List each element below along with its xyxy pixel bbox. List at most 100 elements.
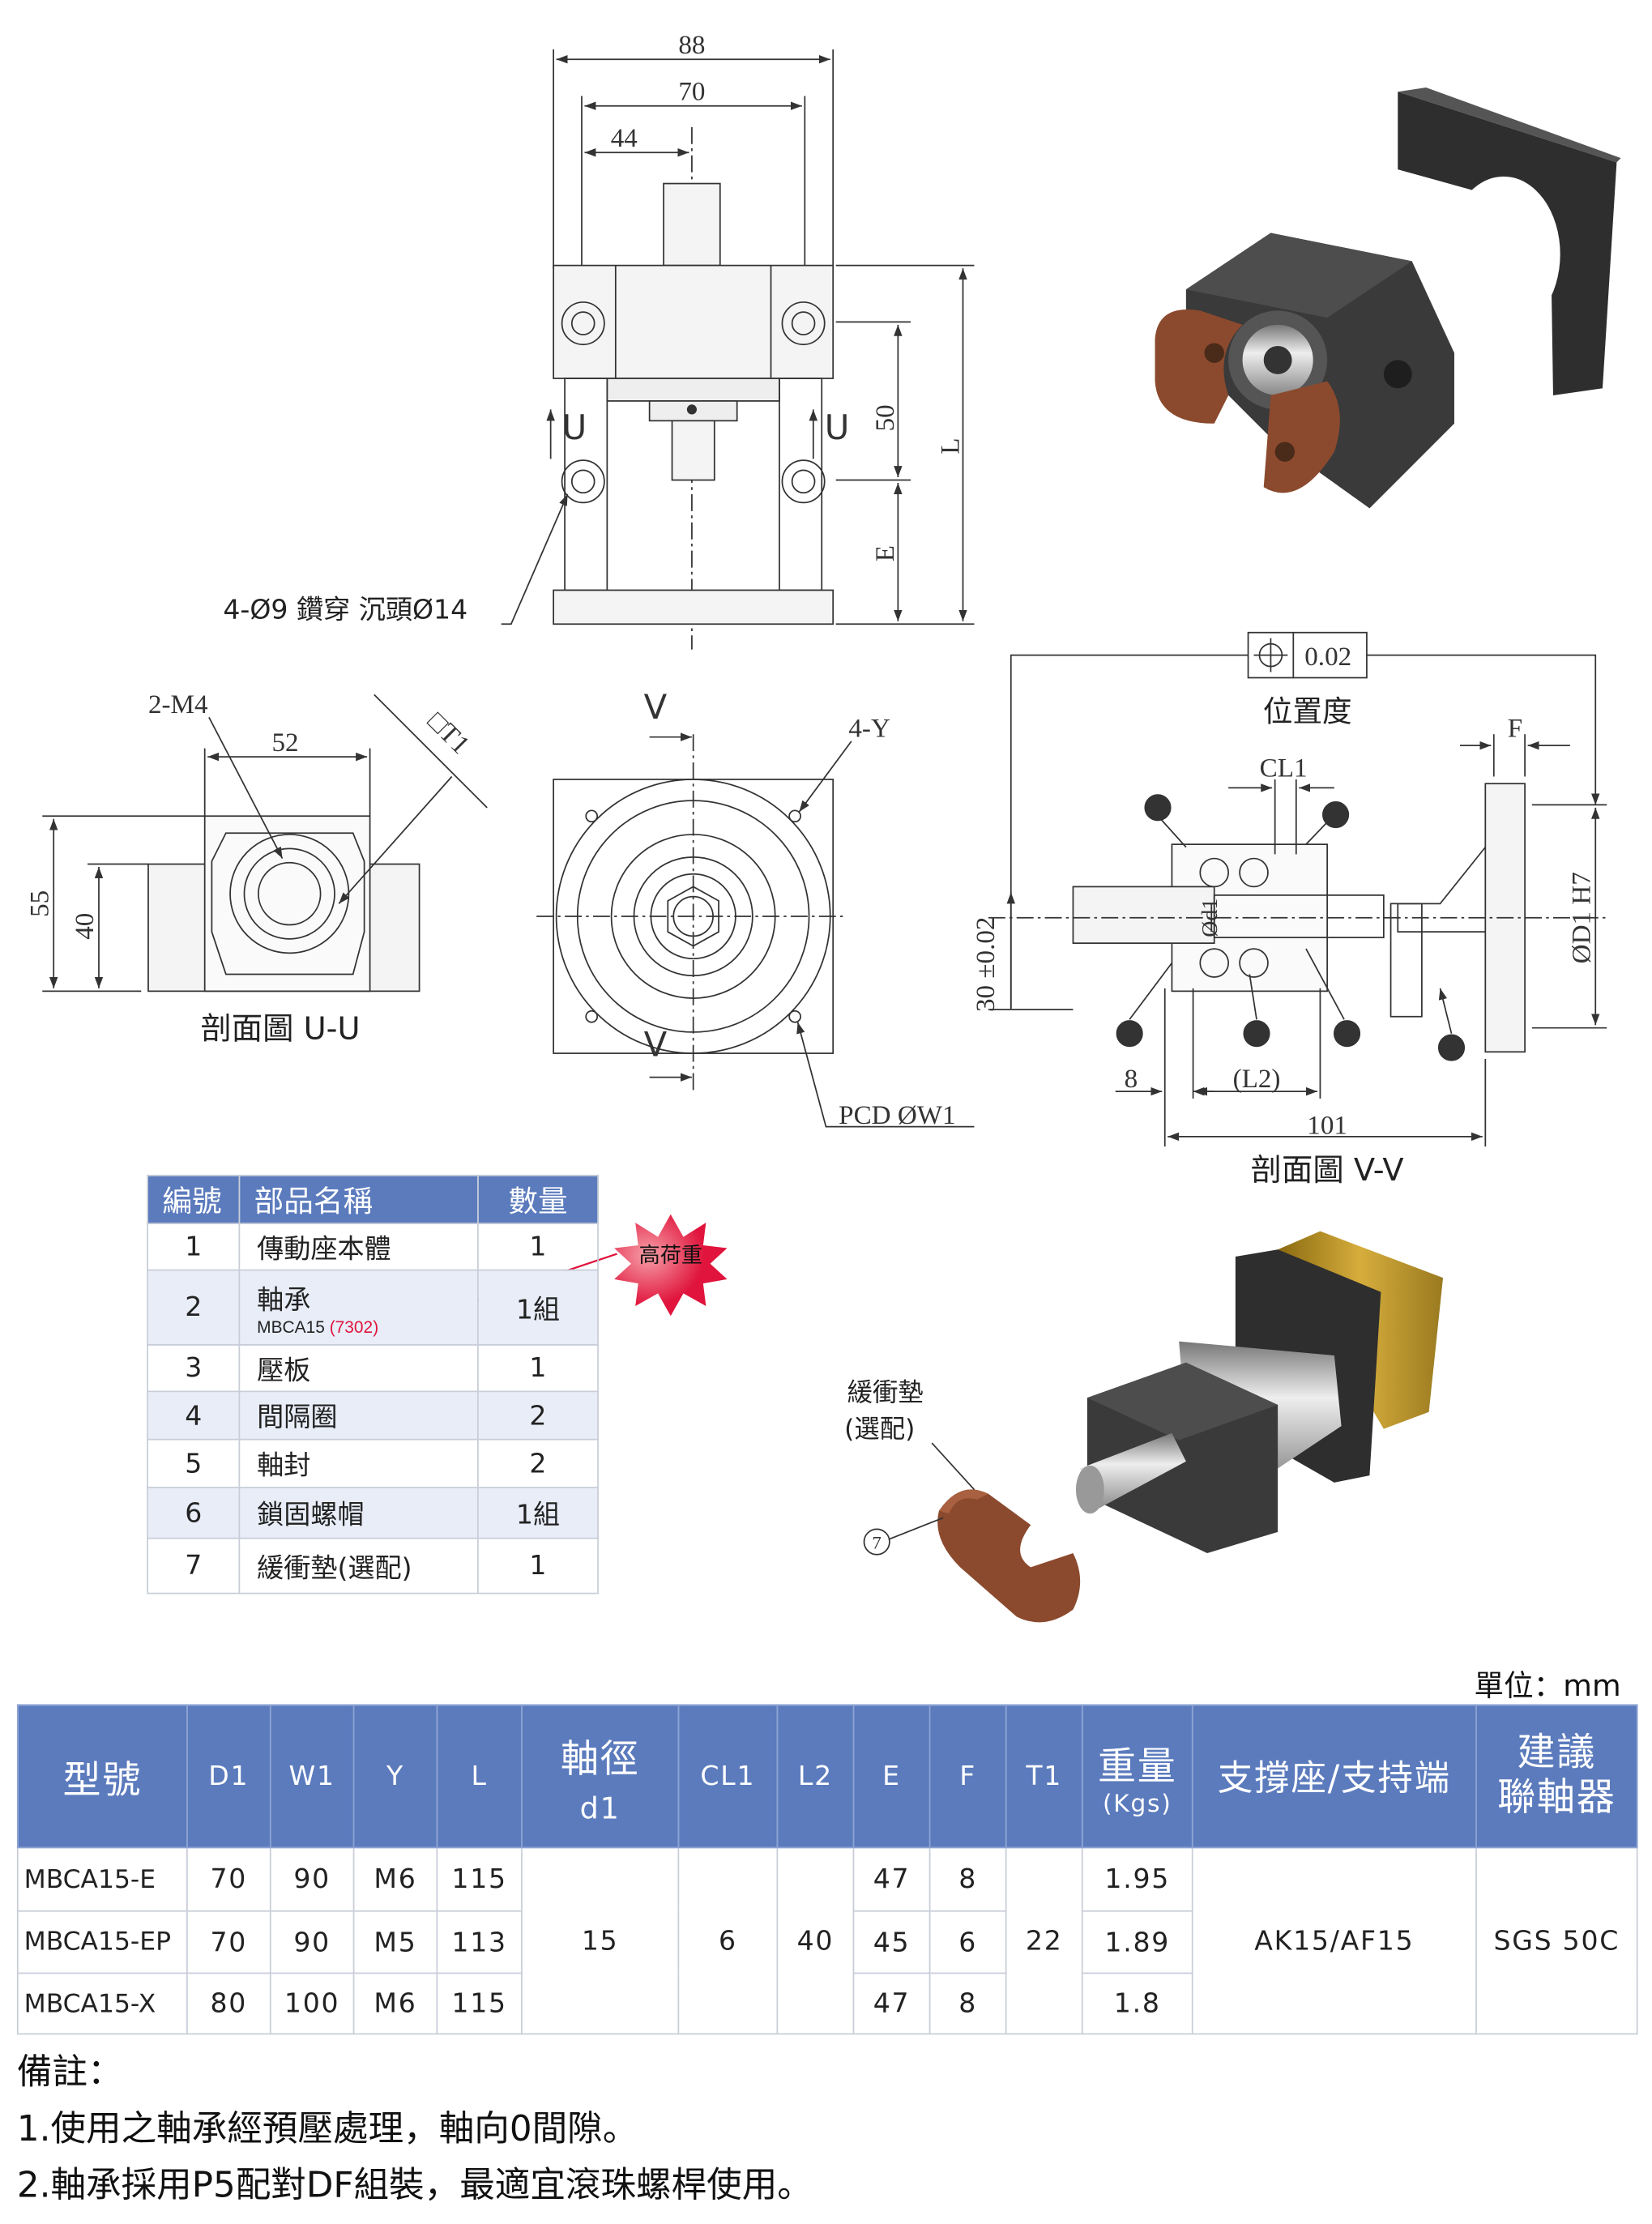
- callout-2: 2: [1153, 799, 1162, 819]
- buffer-label-line1: 緩衝墊: [847, 1378, 924, 1407]
- cell-e: 47: [852, 1972, 931, 2035]
- cell-l: 115: [436, 1846, 523, 1912]
- note-2: 2.軸承採用P5配對DF組裝，最適宜滾珠螺桿使用。: [16, 2164, 813, 2206]
- buffer-label-line2: (選配): [844, 1415, 915, 1444]
- section-uu-title: 剖面圖 U-U: [200, 1011, 360, 1048]
- part-no: 1: [147, 1223, 241, 1271]
- section-vv-title: 剖面圖 V-V: [1251, 1152, 1404, 1189]
- top-view-drawing: 88 70 44 50 L E U U 4-Ø9 鑽穿 沉頭Ø14: [223, 30, 975, 650]
- header-w1: W1: [269, 1704, 355, 1849]
- cell-model: MBCA15-EP: [16, 1910, 188, 1974]
- header-weight: 重量: [1097, 1744, 1177, 1789]
- dim-f: F: [1508, 714, 1522, 744]
- dim-55: 55: [24, 890, 54, 917]
- cell-t1: 22: [1005, 1846, 1083, 2035]
- header-model: 型號: [16, 1704, 188, 1849]
- header-qty: 數量: [477, 1174, 599, 1224]
- unit-label: 單位：mm: [1474, 1668, 1621, 1703]
- callout-circles: 1 2 3 4 5 6: [1116, 794, 1466, 1061]
- thread-2m4: 2-M4: [148, 689, 208, 719]
- dim-l: L: [935, 438, 965, 455]
- part-name: 軸封: [238, 1438, 479, 1488]
- part-no: 7: [147, 1537, 241, 1594]
- part-no: 6: [147, 1487, 241, 1539]
- header-no: 編號: [147, 1174, 241, 1224]
- part-qty: 1: [477, 1537, 599, 1594]
- cell-model: MBCA15-X: [16, 1972, 188, 2035]
- tolerance-value: 0.02: [1304, 642, 1351, 672]
- cell-weight: 1.95: [1081, 1846, 1193, 1912]
- cell-y: M6: [352, 1972, 438, 2035]
- notes-title: 備註：: [16, 2051, 123, 2093]
- part-no: 3: [147, 1344, 241, 1393]
- table-row: MBCA15-EP 70 90 M5 113 45 6 1.89: [16, 1910, 1637, 1974]
- dim-101: 101: [1307, 1110, 1347, 1140]
- callout-1: 1: [1447, 1039, 1456, 1059]
- dim-52: 52: [271, 728, 298, 758]
- callout-3: 3: [1331, 805, 1340, 826]
- cell-model: MBCA15-E: [16, 1846, 188, 1912]
- cell-d1: 70: [186, 1910, 271, 1974]
- tolerance-label: 位置度: [1263, 694, 1352, 729]
- section-vv-drawing: 1 2 3 4 5 6 0.02 位置度 CL1 F ØD1 H7 30 ±0.…: [971, 631, 1610, 1189]
- dim-shaft-d1: Ød1: [1197, 899, 1223, 937]
- part-qty: 1組: [477, 1487, 599, 1539]
- part-qty: 1組: [477, 1269, 599, 1346]
- part-name: 間隔圈: [238, 1390, 479, 1441]
- part-name: 傳動座本體: [238, 1223, 479, 1271]
- header-f: F: [928, 1704, 1007, 1849]
- cell-support: AK15/AF15: [1191, 1846, 1477, 2035]
- cell-l2: 40: [776, 1846, 855, 2035]
- holes-4y: 4-Y: [848, 714, 890, 744]
- cell-d1: 80: [186, 1972, 271, 2035]
- header-coupling-2: 聯軸器: [1497, 1776, 1616, 1821]
- section-mark-v-top: V: [644, 687, 668, 727]
- dim-40: 40: [70, 913, 100, 940]
- part-qty: 1: [477, 1223, 599, 1271]
- part-qty: 1: [477, 1344, 599, 1393]
- dim-t1: □T1: [422, 706, 476, 760]
- cell-cl1: 6: [677, 1846, 779, 2035]
- cell-coupling: SGS 50C: [1475, 1846, 1638, 2035]
- cell-y: M5: [352, 1910, 438, 1974]
- dim-44: 44: [611, 123, 638, 153]
- part-no: 2: [147, 1269, 241, 1346]
- header-shaft: 軸徑: [560, 1737, 640, 1782]
- cell-l: 113: [436, 1910, 523, 1974]
- bearing-code: (7302): [329, 1317, 379, 1337]
- callout-7: 7: [873, 1533, 881, 1553]
- dim-70: 70: [678, 77, 705, 107]
- dim-88: 88: [678, 30, 705, 60]
- front-view-drawing: V V 4-Y PCD ØW1: [536, 687, 975, 1130]
- callout-4: 4: [1252, 1024, 1261, 1044]
- dim-e: E: [870, 545, 900, 561]
- header-l: L: [436, 1704, 523, 1849]
- cell-shaft: 15: [521, 1846, 680, 2035]
- dim-l2: (L2): [1233, 1064, 1281, 1094]
- section-mark-v-bottom: V: [644, 1025, 668, 1065]
- header-l2: L2: [776, 1704, 855, 1849]
- hole-symbols: [561, 301, 826, 504]
- part-name: 軸承: [257, 1283, 311, 1316]
- header-e: E: [852, 1704, 931, 1849]
- header-t1: T1: [1005, 1704, 1083, 1849]
- cell-weight: 1.8: [1081, 1972, 1193, 2035]
- dim-d1-h7: ØD1 H7: [1566, 872, 1596, 963]
- cell-l: 115: [436, 1972, 523, 2035]
- part-name: 緩衝墊(選配): [238, 1537, 479, 1594]
- part-name: 壓板: [238, 1344, 479, 1393]
- bearing-model: MBCA15: [257, 1317, 325, 1337]
- cell-y: M6: [352, 1846, 438, 1912]
- dim-50: 50: [870, 404, 900, 431]
- cell-f: 8: [928, 1972, 1007, 2035]
- header-cl1: CL1: [677, 1704, 779, 1849]
- cell-e: 45: [852, 1910, 931, 1974]
- header-weight-sub: (Kgs): [1102, 1789, 1172, 1818]
